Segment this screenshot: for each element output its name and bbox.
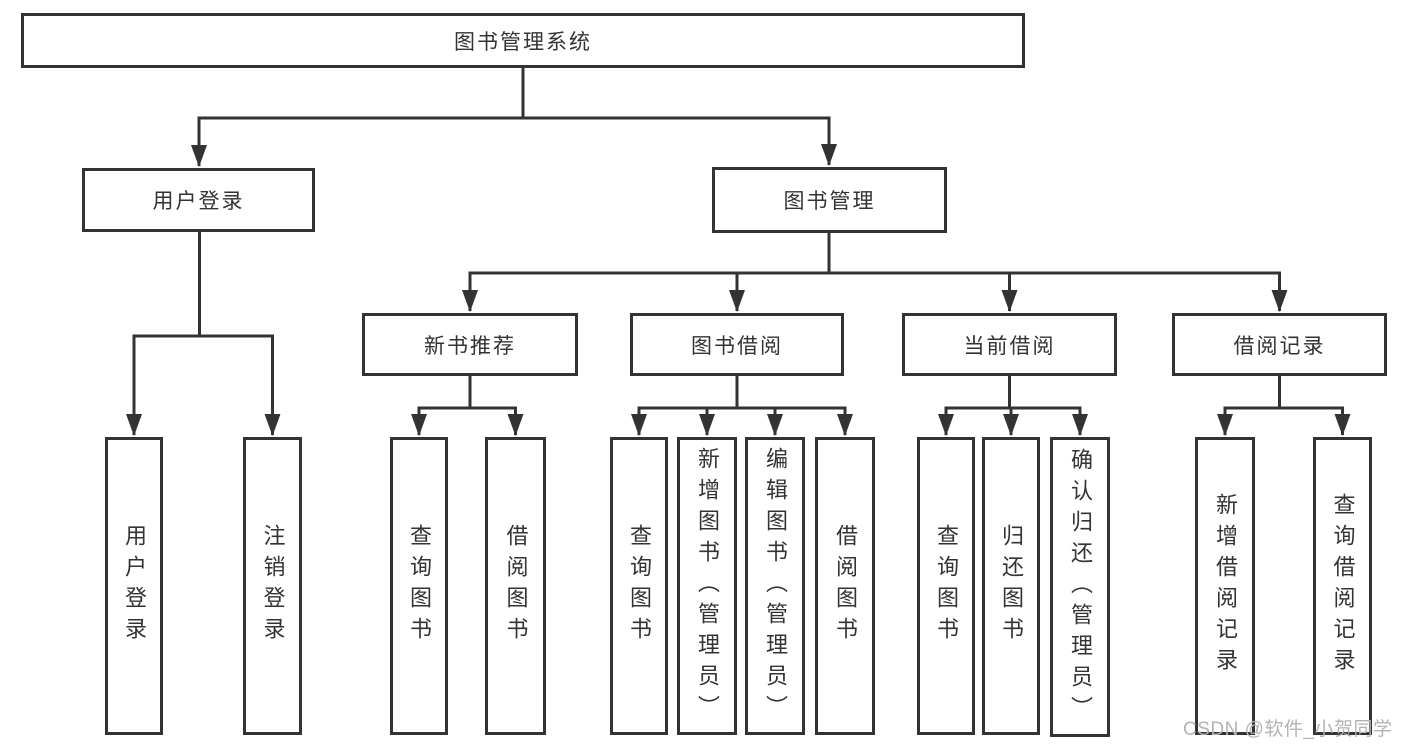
- leaf-confirm-return-admin: 确认归还（管理员）: [1050, 437, 1110, 737]
- leaf-query-books-current: 查询图书: [917, 437, 975, 735]
- watermark-text: CSDN @软件_小贺同学: [1183, 719, 1393, 740]
- leaf-query-books-borrow: 查询图书: [610, 437, 668, 735]
- leaf-return-book: 归还图书: [982, 437, 1040, 735]
- leaf-user-login: 用户登录: [105, 437, 163, 735]
- leaf-borrow-books: 借阅图书: [815, 437, 875, 735]
- connectors: [126, 68, 1351, 436]
- leaf-add-borrow-record: 新增借阅记录: [1195, 437, 1255, 735]
- leaf-query-borrow-record: 查询借阅记录: [1313, 437, 1372, 735]
- leaf-edit-book-admin: 编辑图书（管理员）: [745, 437, 805, 735]
- node-book-management: 图书管理: [712, 167, 947, 233]
- node-borrow-records: 借阅记录: [1172, 313, 1387, 376]
- node-user-login-branch: 用户登录: [82, 168, 315, 232]
- leaf-borrow-books-recommend: 借阅图书: [485, 437, 546, 735]
- node-current-borrow: 当前借阅: [902, 313, 1117, 376]
- node-new-book-recommend: 新书推荐: [362, 313, 578, 376]
- leaf-logout: 注销登录: [243, 437, 302, 735]
- leaf-add-book-admin: 新增图书（管理员）: [677, 437, 737, 735]
- node-book-borrow: 图书借阅: [630, 313, 844, 376]
- node-library-system: 图书管理系统: [21, 13, 1025, 68]
- leaf-query-books-recommend: 查询图书: [390, 437, 448, 735]
